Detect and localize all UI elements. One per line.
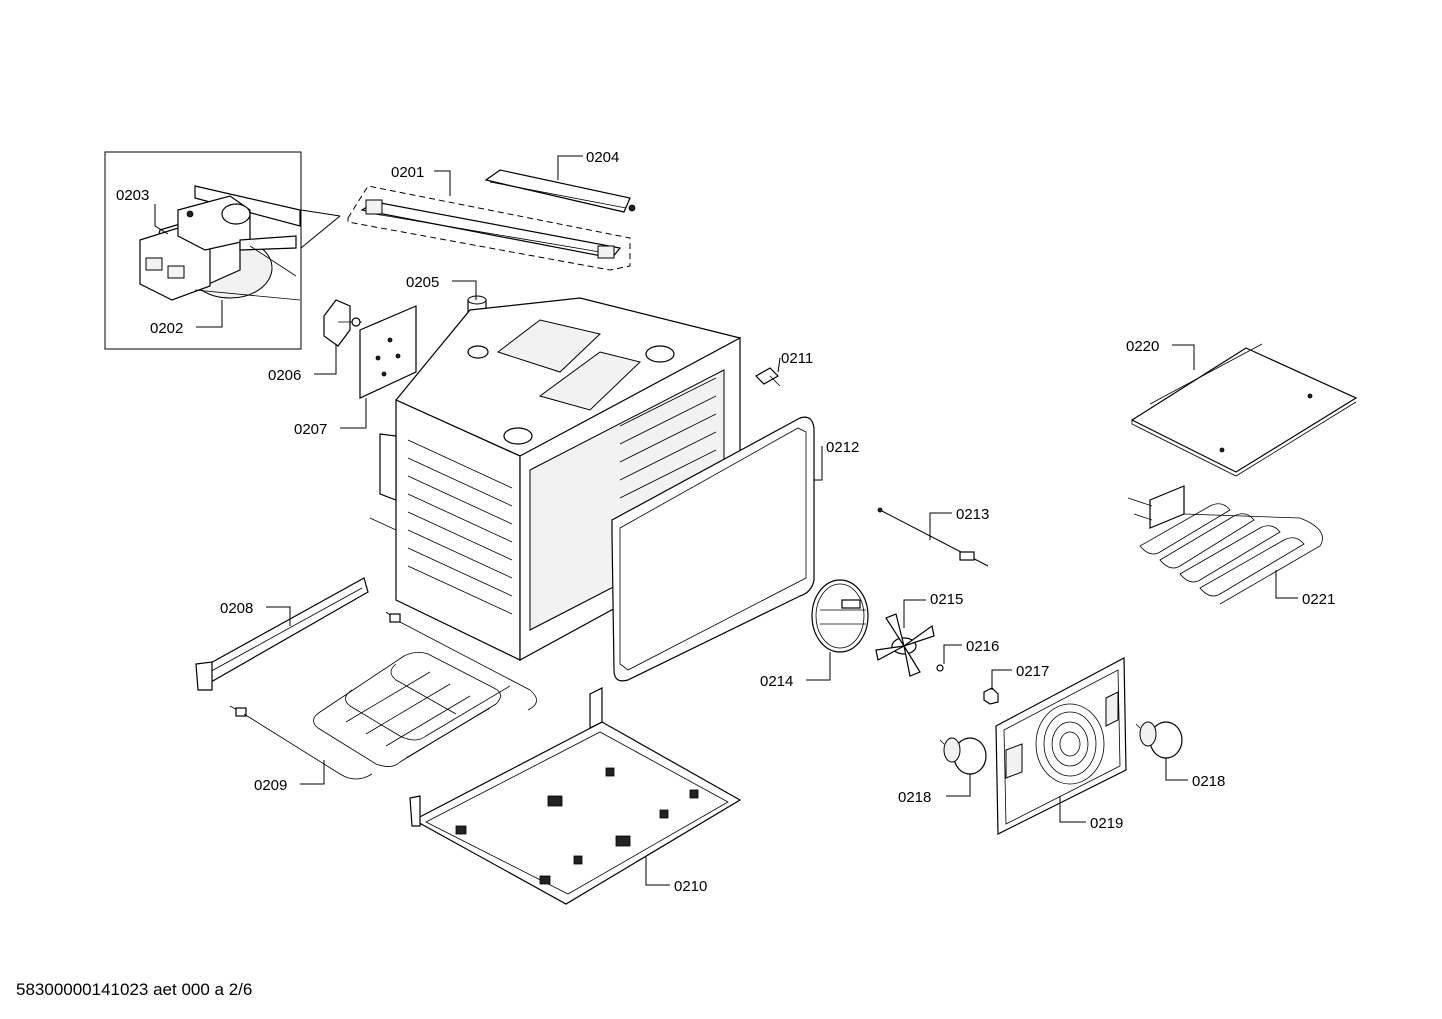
- label-0217: 0217: [1016, 663, 1049, 680]
- part-0217-cap: [983, 687, 999, 705]
- part-0210-tray: [409, 687, 742, 905]
- label-0219: 0219: [1090, 815, 1123, 832]
- part-0208-bracket: [195, 577, 369, 691]
- label-0204: 0204: [586, 149, 619, 166]
- label-0207: 0207: [294, 421, 327, 438]
- leader-lines: [154, 155, 1298, 886]
- label-0210: 0210: [674, 878, 707, 895]
- label-0209: 0209: [254, 777, 287, 794]
- label-0221: 0221: [1302, 591, 1335, 608]
- part-0218-lamp-left: [939, 737, 987, 775]
- part-0204-cover: [484, 169, 636, 213]
- label-0218-left: 0218: [898, 789, 931, 806]
- label-0201: 0201: [391, 164, 424, 181]
- part-0212-door-seal: [611, 416, 815, 682]
- label-0202: 0202: [150, 320, 183, 337]
- label-0205: 0205: [406, 274, 439, 291]
- part-0216-nut: [936, 664, 944, 672]
- part-0211-sensor: [755, 367, 781, 387]
- part-0215-fan: [875, 613, 935, 677]
- part-0218-lamp-right: [1135, 721, 1183, 759]
- part-0221-heater: [1127, 485, 1323, 605]
- part-0219-back-panel: [995, 657, 1127, 835]
- part-0213-rod: [877, 507, 989, 567]
- label-0215: 0215: [930, 591, 963, 608]
- label-0220: 0220: [1126, 338, 1159, 355]
- document-id-footer: 58300000141023 aet 000 a 2/6: [16, 980, 253, 999]
- label-0211: 0211: [781, 350, 813, 367]
- part-0201-rail: [347, 185, 631, 271]
- part-0207-plate: [359, 305, 417, 399]
- part-0214-ring: [811, 579, 869, 653]
- label-0213: 0213: [956, 506, 989, 523]
- label-0214: 0214: [760, 673, 793, 690]
- part-0206-bracket: [323, 299, 362, 347]
- oven-cavity: [369, 297, 742, 662]
- part-0209-heater: [229, 611, 537, 780]
- label-0218-right: 0218: [1192, 773, 1225, 790]
- part-0220-plate: [1130, 343, 1358, 477]
- label-0212: 0212: [826, 439, 859, 456]
- label-0216: 0216: [966, 638, 999, 655]
- label-0206: 0206: [268, 367, 301, 384]
- part-labels: 0201 0204 0203 0202 0205 0206 0207 0211 …: [116, 149, 1335, 895]
- label-0203: 0203: [116, 187, 149, 204]
- detail-inset-motor: [104, 151, 341, 350]
- label-0208: 0208: [220, 600, 253, 617]
